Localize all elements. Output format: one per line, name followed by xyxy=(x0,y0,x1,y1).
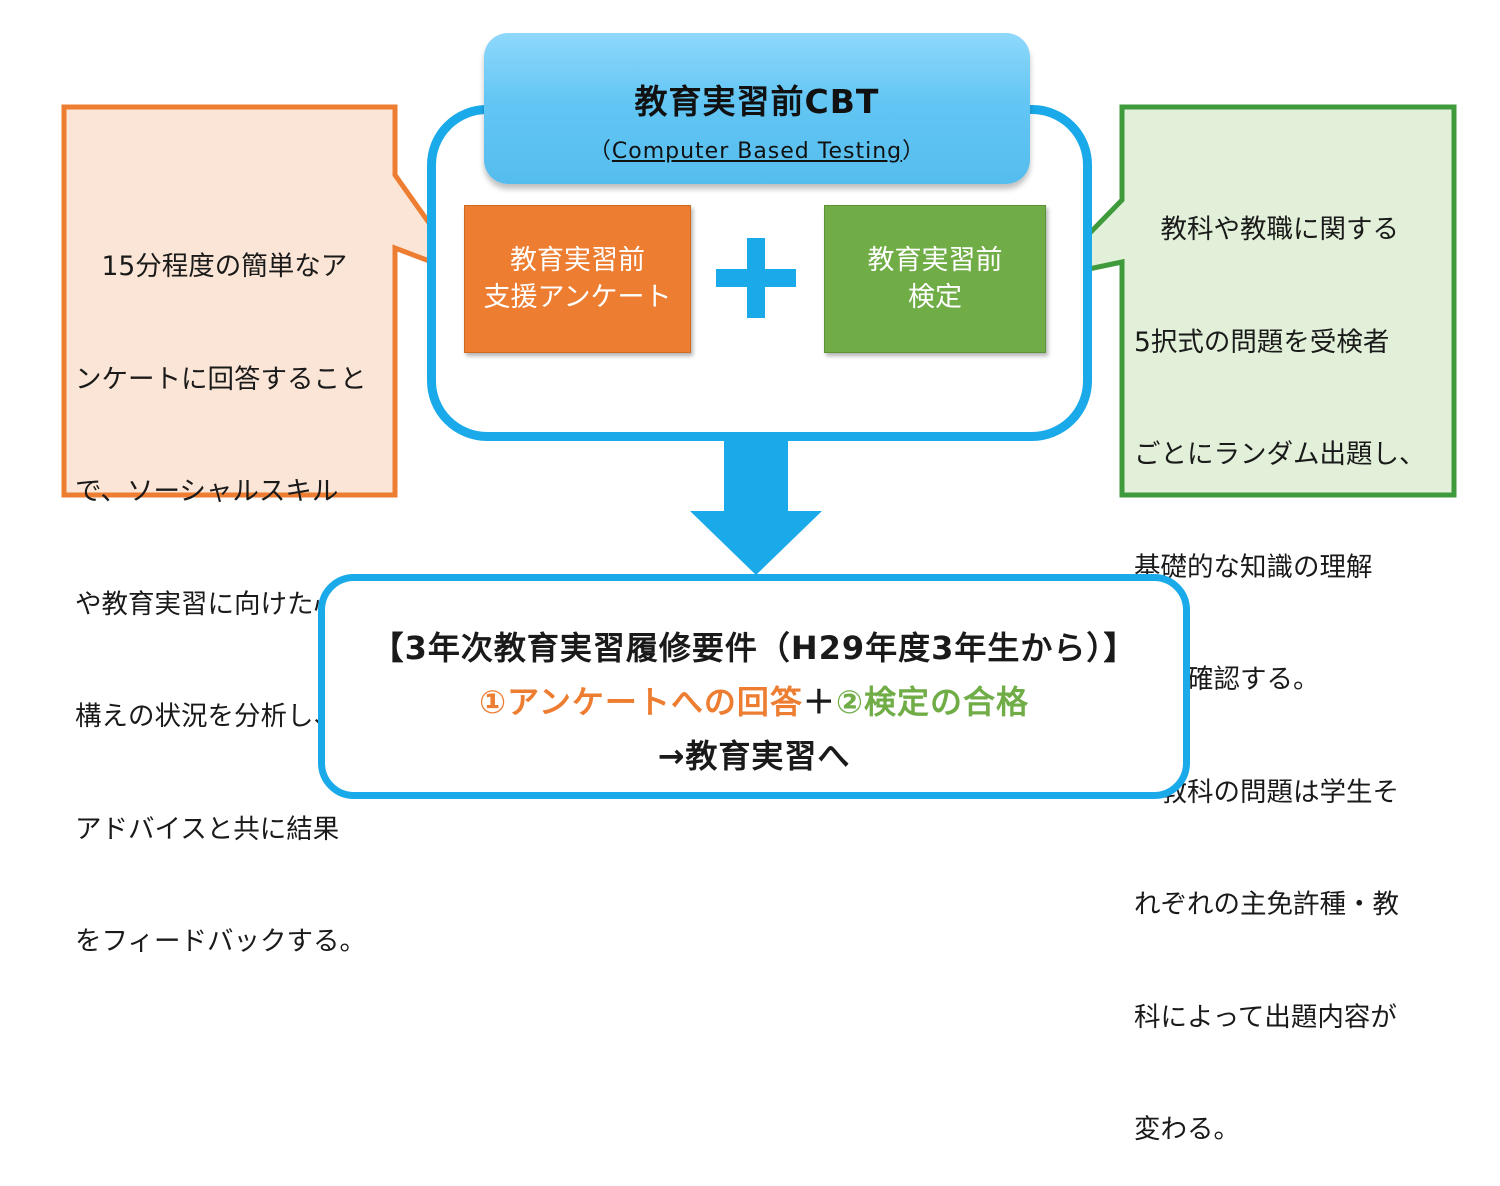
result-plus-text: ＋ xyxy=(802,683,836,721)
result-answer-text: ①アンケートへの回答 xyxy=(479,683,803,721)
title-subtitle: （Computer Based Testing） xyxy=(484,133,1030,165)
right-callout-line: 教科の問題は学生そ xyxy=(1134,776,1399,808)
left-callout-text: 15分程度の簡単なア ンケートに回答すること で、ソーシャルスキル や教育実習に… xyxy=(75,173,367,998)
right-callout-line: 変わる。 xyxy=(1134,1114,1240,1145)
right-callout-line: 5択式の問題を受検者 xyxy=(1134,326,1390,358)
left-callout-line: 構えの状況を分析し、 xyxy=(75,701,340,732)
title-box: 教育実習前CBT （Computer Based Testing） xyxy=(484,33,1030,184)
right-callout-line: 教科や教職に関する xyxy=(1134,214,1399,245)
survey-box: 教育実習前 支援アンケート xyxy=(464,205,691,353)
plus-icon xyxy=(716,238,796,318)
exam-box-line1: 教育実習前 xyxy=(867,245,1003,276)
title-main: 教育実習前CBT xyxy=(634,82,880,121)
down-arrow-icon xyxy=(690,437,822,575)
subtitle-text: Computer Based Testing xyxy=(611,139,903,164)
subtitle-open-paren: （ xyxy=(588,139,612,164)
result-box: 【3年次教育実習履修要件（H29年度3年生から）】 ①アンケートへの回答＋②検定… xyxy=(318,574,1190,799)
left-callout-line: ンケートに回答すること xyxy=(75,363,367,395)
result-requirement-heading: 【3年次教育実習履修要件（H29年度3年生から）】 xyxy=(371,629,1137,667)
right-callout-line: 科によって出題内容が xyxy=(1134,1001,1397,1033)
right-callout-line: 基礎的な知識の理解 xyxy=(1134,551,1373,583)
exam-box-line2: 検定 xyxy=(908,282,962,313)
survey-box-line1: 教育実習前 xyxy=(509,245,645,276)
subtitle-close-paren: ） xyxy=(902,139,926,164)
result-pass-text: ②検定の合格 xyxy=(835,683,1029,721)
left-callout-line: をフィードバックする。 xyxy=(75,926,366,957)
exam-box: 教育実習前 検定 xyxy=(824,205,1046,353)
right-callout-line: れぞれの主免許種・教 xyxy=(1134,889,1399,920)
left-callout-line: で、ソーシャルスキル xyxy=(75,476,339,507)
survey-box-line2: 支援アンケート xyxy=(483,282,672,313)
left-callout-line: アドバイスと共に結果 xyxy=(75,813,340,845)
result-next-step: →教育実習へ xyxy=(657,737,851,775)
result-condition-line: ①アンケートへの回答＋②検定の合格 xyxy=(325,677,1183,723)
left-callout-line: や教育実習に向けた心 xyxy=(75,588,340,620)
right-callout-line: ごとにランダム出題し、 xyxy=(1134,439,1426,470)
left-callout-line: 15分程度の簡単なア xyxy=(75,251,348,282)
